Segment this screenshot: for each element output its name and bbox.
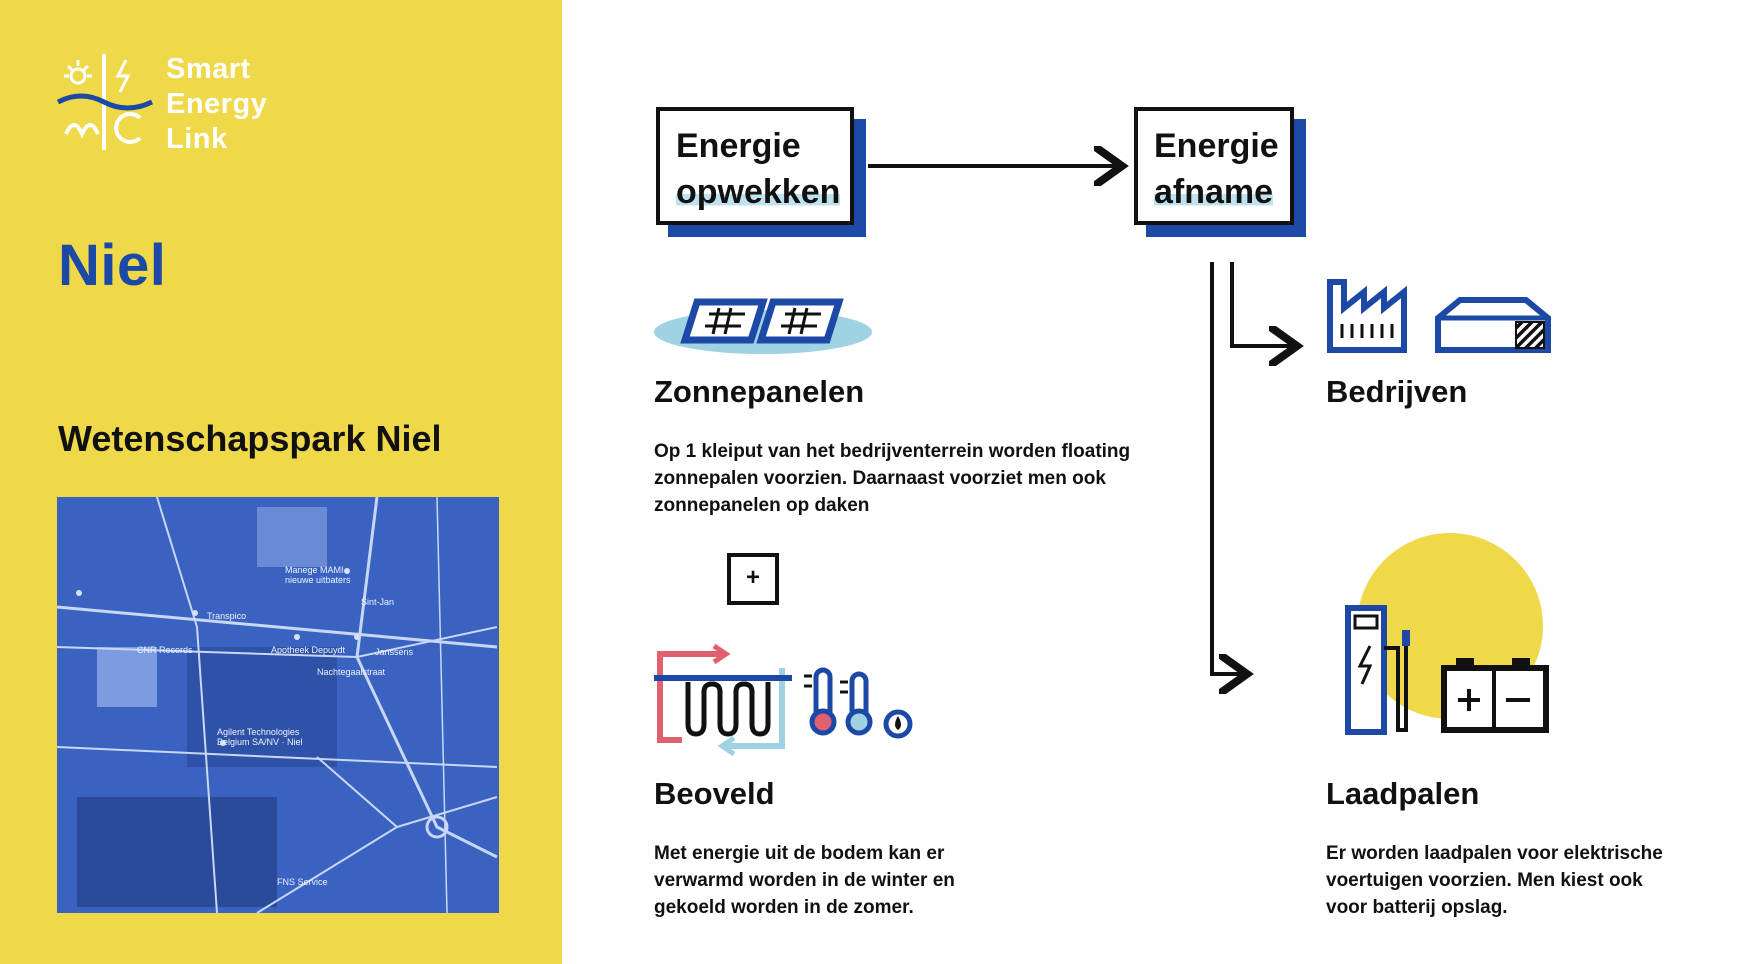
- left-panel: Smart Energy Link Niel Wetenschapspark N…: [0, 0, 562, 964]
- beoveld-desc: Met energie uit de bodem kan er verwarmd…: [654, 843, 955, 918]
- map-label: CNR Records: [137, 645, 193, 655]
- laadpalen-desc: Er worden laadpalen voor elektrische voe…: [1326, 843, 1663, 918]
- beoveld-title: Beoveld: [654, 776, 775, 811]
- ev-charger-battery-icon: [1345, 533, 1549, 735]
- energie-afname-box: Energie afname: [1134, 107, 1306, 237]
- geothermal-heat-exchange-icon: [654, 643, 913, 757]
- zonnepanelen-desc: Op 1 kleiput van het bedrijventerrein wo…: [654, 441, 1131, 516]
- map-label: Agilent Technologies Belgium SA/NV · Nie…: [217, 727, 303, 747]
- factory-warehouse-icon: [1327, 279, 1551, 353]
- laadpalen-title: Laadpalen: [1326, 776, 1480, 811]
- map-label: Apotheek Depuydt: [271, 645, 346, 655]
- logo-word-smart: Smart: [166, 53, 251, 85]
- arrow-to-bedrijven: [1230, 262, 1293, 346]
- box-line: Energie: [676, 127, 801, 165]
- plus-symbol-box: +: [727, 553, 779, 605]
- bedrijven-title: Bedrijven: [1326, 374, 1468, 409]
- logo-word-energy: Energy: [166, 88, 268, 120]
- zonnepanelen-title: Zonnepanelen: [654, 374, 865, 409]
- logo-text: Smart Energy Link: [166, 52, 267, 157]
- park-title: Wetenschapspark Niel: [55, 418, 446, 459]
- map-label: Transpico: [207, 611, 247, 621]
- map-roads: [57, 497, 499, 913]
- box-line-highlight: afname: [1154, 173, 1274, 211]
- box-line-highlight: opwekken: [676, 173, 841, 211]
- map-label: FNS Service: [277, 877, 328, 887]
- arrow-to-laadpalen: [1210, 262, 1243, 674]
- smart-energy-link-logo: Smart Energy Link: [56, 52, 276, 155]
- box-line: Energie: [1154, 127, 1279, 165]
- map-label: Janssens: [375, 647, 414, 657]
- map-label: Nachtegaalstraat: [317, 667, 386, 677]
- place-title: Niel: [58, 233, 167, 298]
- logo-mark-icon: [56, 54, 154, 150]
- map-label: Sint-Jan: [361, 597, 395, 607]
- logo-word-link: Link: [166, 123, 228, 155]
- solar-panel-icon: [654, 298, 872, 354]
- energie-opwekken-box: Energie opwekken: [656, 107, 866, 237]
